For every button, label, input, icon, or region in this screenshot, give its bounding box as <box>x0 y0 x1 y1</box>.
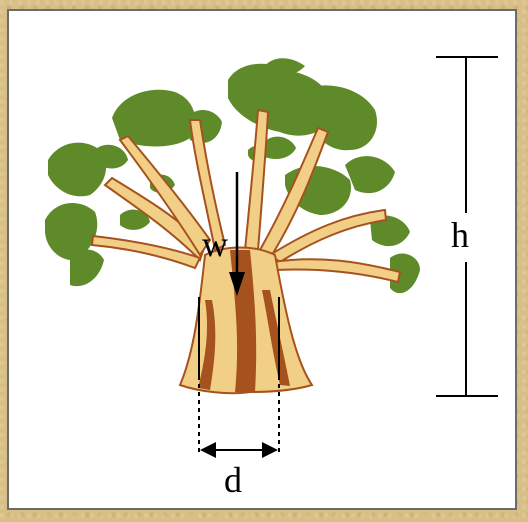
height-label: h <box>451 215 469 255</box>
tree-foliage <box>45 58 420 294</box>
diameter-label: d <box>224 460 242 500</box>
weight-label: w <box>202 224 228 264</box>
diameter-marker <box>198 297 280 458</box>
height-bracket <box>436 56 498 397</box>
tree-branches <box>90 108 402 284</box>
weight-arrow <box>229 172 245 296</box>
